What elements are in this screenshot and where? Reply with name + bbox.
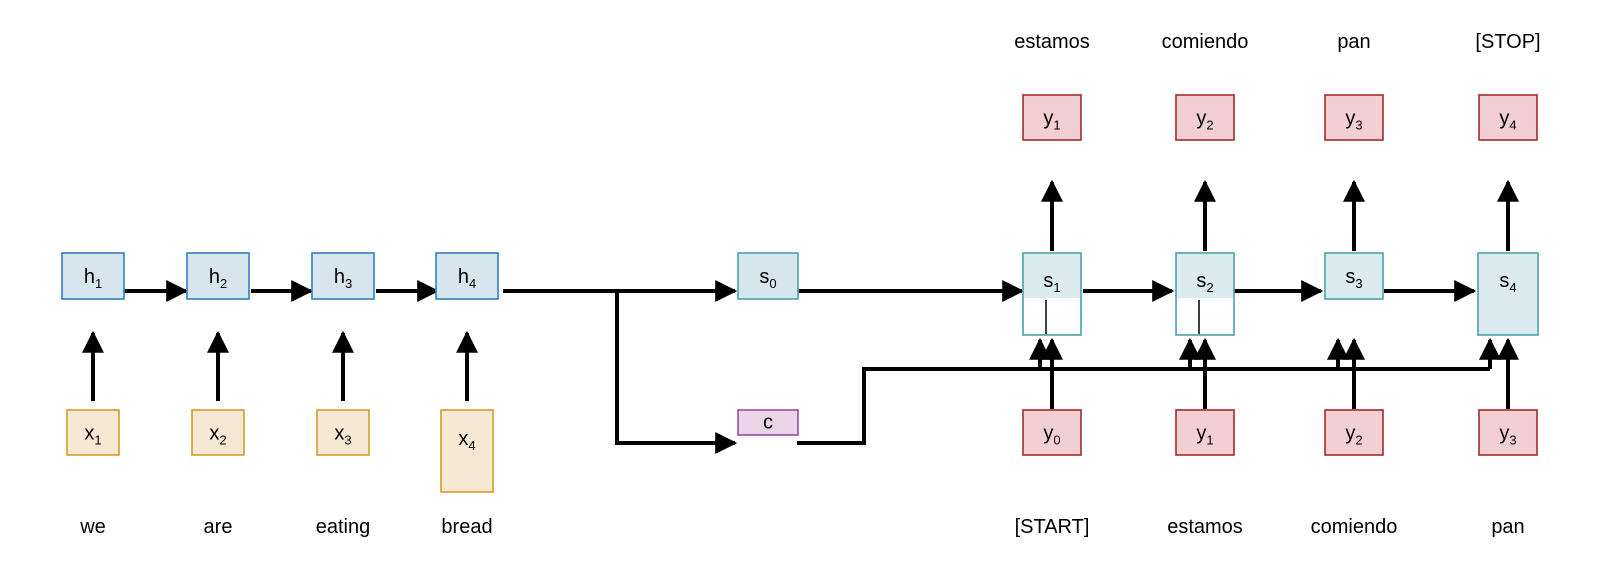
decoder-state-s4-rect: [1477, 252, 1539, 336]
decoder-input-word-4: pan: [1491, 516, 1524, 538]
decoder-state-s4-label: s4: [1499, 270, 1516, 295]
decoder-input-y2-rect: [1324, 409, 1384, 456]
decoder-input-y1-label: y1: [1196, 423, 1213, 448]
input-x3: x3: [316, 409, 370, 456]
decoder-state-s1-label: s1: [1043, 270, 1060, 295]
decoder-state-s1-lower: [1024, 298, 1080, 334]
decoder-output-y4-rect: [1478, 94, 1538, 141]
hidden-h1-label: h1: [84, 266, 102, 291]
hidden-h3-rect: [311, 252, 375, 300]
hidden-h1-rect: [61, 252, 125, 300]
decoder-state-s3-rect: [1324, 252, 1384, 300]
initial-state-s0-label: s0: [759, 266, 776, 291]
input-x4: x4: [440, 409, 494, 493]
decoder-state-s3-label: s3: [1345, 266, 1362, 291]
decoder-output-y3-rect: [1324, 94, 1384, 141]
input-x3-label: x3: [334, 423, 351, 448]
decoder-output-word-2: comiendo: [1162, 31, 1249, 53]
context-bus: [797, 367, 1490, 445]
decoder-state-s2-lower: [1177, 298, 1233, 334]
hidden-h4-label: h4: [458, 266, 476, 291]
hidden-h3: h3: [311, 252, 375, 300]
decoder-input-word-1: [START]: [1015, 516, 1090, 538]
arrow-h4-c: [615, 291, 738, 454]
input-x4-rect: [440, 409, 494, 493]
input-x4-label: x4: [458, 428, 475, 453]
decoder-input-word-3: comiendo: [1311, 516, 1398, 538]
node-boxes: x1 x2 x3 x4 h1 h2 h3 h4 s0 c s1 s2 s3 s4 y1 y2 y3 y4 y0 y1 y…: [61, 94, 1539, 493]
input-x1: x1: [66, 409, 120, 456]
decoder-state-s2: s2: [1175, 252, 1235, 336]
decoder-input-y0-label: y0: [1043, 423, 1060, 448]
decoder-input-y3: y3: [1478, 409, 1538, 456]
decoder-output-y3: y3: [1324, 94, 1384, 141]
arrows: [82, 179, 1519, 454]
hidden-h2: h2: [186, 252, 250, 300]
decoder-input-y0: y0: [1022, 409, 1082, 456]
encoder-word-1: we: [79, 516, 106, 538]
decoder-output-y1: y1: [1022, 94, 1082, 141]
hidden-h3-label: h3: [334, 266, 352, 291]
decoder-output-y2: y2: [1175, 94, 1235, 141]
context-c-label: c: [763, 412, 773, 434]
context-c: c: [737, 409, 799, 436]
encoder-word-4: bread: [441, 516, 492, 538]
hidden-h4-rect: [435, 252, 499, 300]
input-x1-label: x1: [84, 423, 101, 448]
decoder-input-y0-rect: [1022, 409, 1082, 456]
decoder-output-y3-label: y3: [1345, 108, 1362, 133]
decoder-input-y1-rect: [1175, 409, 1235, 456]
input-x1-rect: [66, 409, 120, 456]
hidden-h1: h1: [61, 252, 125, 300]
decoder-input-word-2: estamos: [1167, 516, 1243, 538]
decoder-output-y4: y4: [1478, 94, 1538, 141]
decoder-state-s1: s1: [1022, 252, 1082, 336]
decoder-output-word-4: [STOP]: [1475, 31, 1540, 53]
decoder-output-word-1: estamos: [1014, 31, 1090, 53]
hidden-h2-rect: [186, 252, 250, 300]
word-labels: we are eating bread estamos comiendo pan [STOP]…: [79, 31, 1540, 538]
decoder-input-y2-label: y2: [1345, 423, 1362, 448]
hidden-h2-label: h2: [209, 266, 227, 291]
decoder-input-y2: y2: [1324, 409, 1384, 456]
context-c-rect: [737, 409, 799, 436]
initial-state-s0: s0: [737, 252, 799, 300]
decoder-input-y3-rect: [1478, 409, 1538, 456]
decoder-output-y4-label: y4: [1499, 108, 1516, 133]
decoder-state-s4: s4: [1477, 252, 1539, 336]
decoder-output-y2-label: y2: [1196, 108, 1213, 133]
decoder-output-y1-rect: [1022, 94, 1082, 141]
encoder-word-2: are: [204, 516, 233, 538]
input-x2-rect: [191, 409, 245, 456]
input-x2-label: x2: [209, 423, 226, 448]
decoder-output-y1-label: y1: [1043, 108, 1060, 133]
initial-state-s0-rect: [737, 252, 799, 300]
decoder-state-s2-label: s2: [1196, 270, 1213, 295]
input-x2: x2: [191, 409, 245, 456]
decoder-input-y3-label: y3: [1499, 423, 1516, 448]
hidden-h4: h4: [435, 252, 499, 300]
decoder-input-y1: y1: [1175, 409, 1235, 456]
decoder-output-y2-rect: [1175, 94, 1235, 141]
decoder-output-word-3: pan: [1337, 31, 1370, 53]
encoder-word-3: eating: [316, 516, 371, 538]
decoder-state-s3: s3: [1324, 252, 1384, 300]
input-x3-rect: [316, 409, 370, 456]
